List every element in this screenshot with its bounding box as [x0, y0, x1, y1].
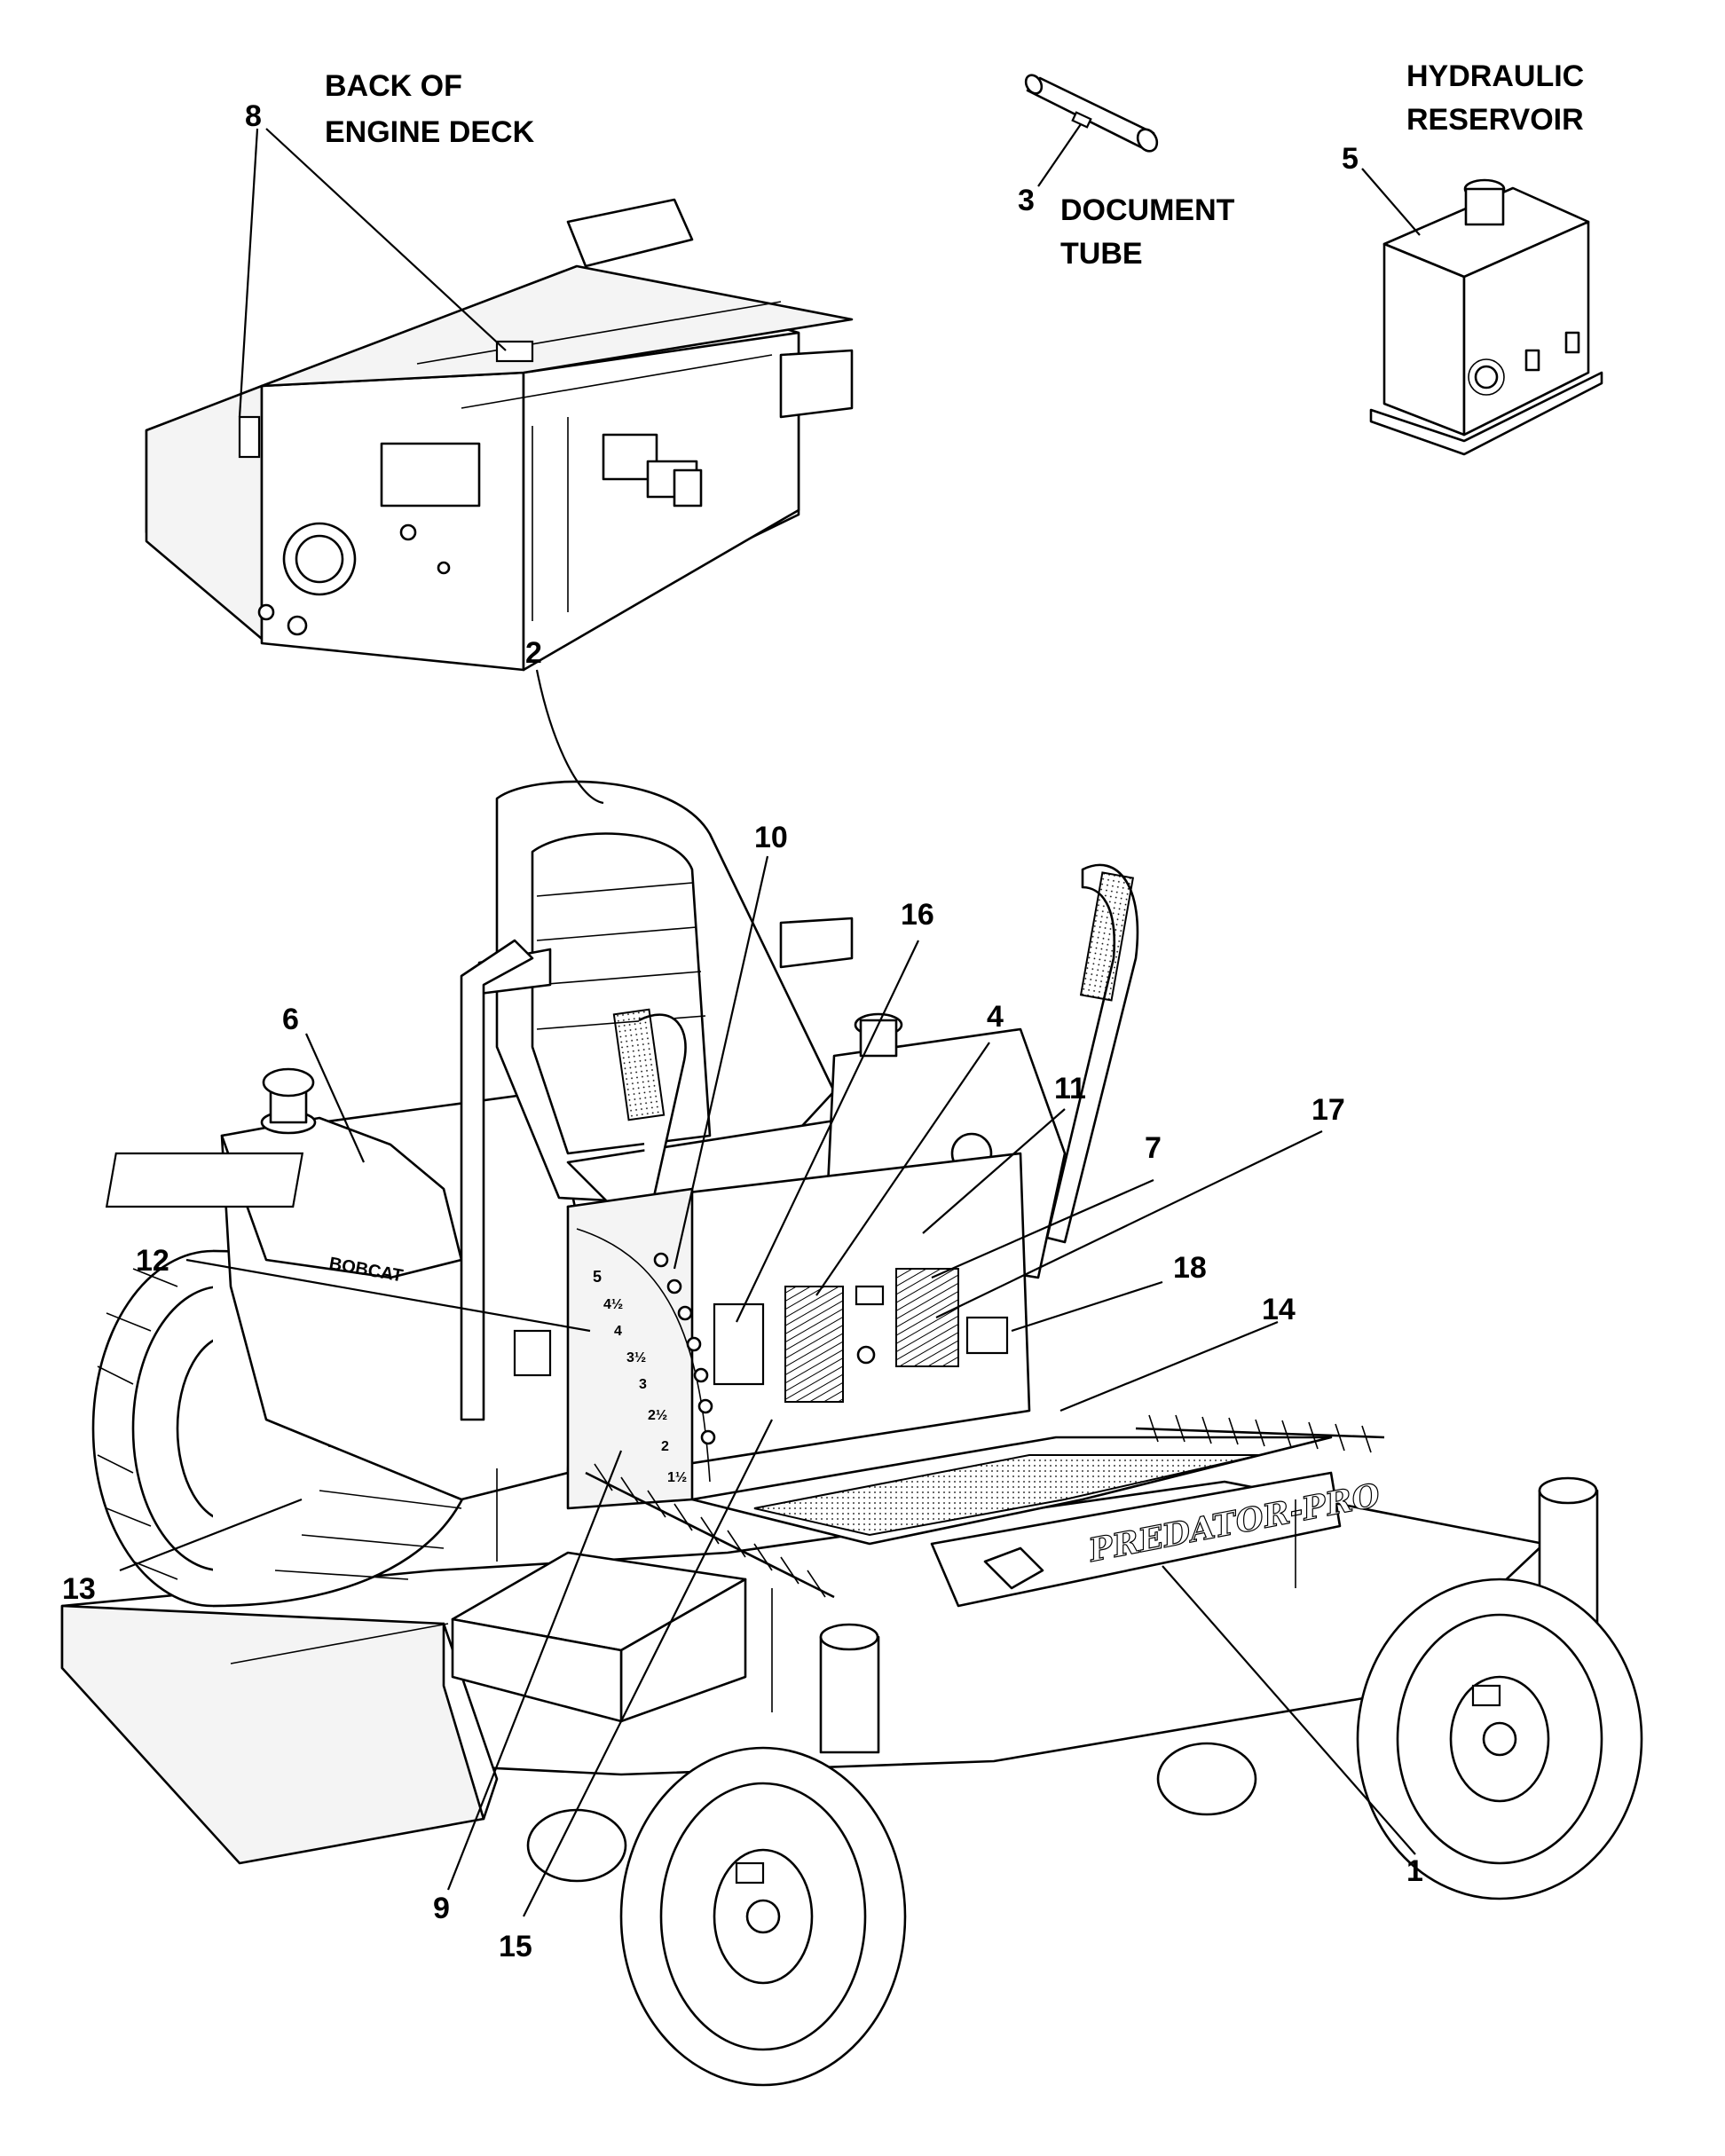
callout-4: 4 [987, 1000, 1004, 1034]
callout-12: 12 [136, 1244, 169, 1278]
callout-11: 11 [1054, 1072, 1086, 1106]
callout-3: 3 [1018, 184, 1035, 217]
callout-1: 1 [1406, 1854, 1423, 1888]
caption-document-tube-line2: TUBE [1060, 237, 1143, 271]
callout-9: 9 [433, 1892, 450, 1925]
callout-6: 6 [282, 1003, 299, 1036]
gauge-mark: 3½ [626, 1350, 646, 1365]
callout-7: 7 [1145, 1131, 1162, 1165]
gauge-mark: 4½ [603, 1297, 623, 1312]
decal-side [965, 1316, 1009, 1355]
captions: BACK OF ENGINE DECK DOCUMENT TUBE HYDRAU… [325, 59, 1584, 271]
gauge-mark: 2 [661, 1439, 669, 1454]
document-tube-drawing [1024, 74, 1159, 153]
front-left-caster [619, 1623, 907, 2087]
decal-console-center [784, 1286, 844, 1403]
callout-14: 14 [1262, 1293, 1296, 1326]
height-gauge: 5 4½ 4 3½ 3 2½ 2 1½ [593, 1252, 716, 1485]
gauge-mark: 3 [639, 1377, 647, 1392]
callout-18: 18 [1173, 1251, 1207, 1285]
caption-engine-deck-line2: ENGINE DECK [325, 115, 535, 149]
callout-15: 15 [499, 1930, 532, 1963]
leader-lines [119, 123, 1421, 1917]
callout-8: 8 [245, 99, 262, 133]
caption-hydraulic-reservoir-line2: RESERVOIR [1406, 103, 1584, 137]
callout-16: 16 [901, 898, 934, 932]
caption-hydraulic-reservoir-line1: HYDRAULIC [1406, 59, 1584, 93]
hydraulic-reservoir-drawing [1369, 178, 1603, 456]
gauge-mark: 4 [614, 1324, 622, 1339]
gauge-mark: 1½ [667, 1470, 687, 1485]
callout-17: 17 [1311, 1093, 1345, 1127]
gauge-mark: 5 [593, 1268, 602, 1286]
engine-deck-drawing [145, 198, 854, 672]
callout-2: 2 [525, 636, 542, 670]
callout-10: 10 [754, 821, 788, 854]
callout-5: 5 [1342, 142, 1359, 176]
front-right-caster [1356, 1476, 1643, 1900]
gauge-mark: 2½ [648, 1408, 667, 1423]
caption-engine-deck-line1: BACK OF [325, 69, 462, 103]
mower-drawing: BOBCAT [60, 780, 1643, 2087]
decal-console-right [895, 1268, 959, 1367]
callout-13: 13 [62, 1572, 96, 1606]
caption-document-tube-line1: DOCUMENT [1060, 193, 1235, 227]
callout-numbers: 1 2 3 4 5 6 7 8 9 10 11 12 13 14 15 16 1… [62, 99, 1423, 1963]
